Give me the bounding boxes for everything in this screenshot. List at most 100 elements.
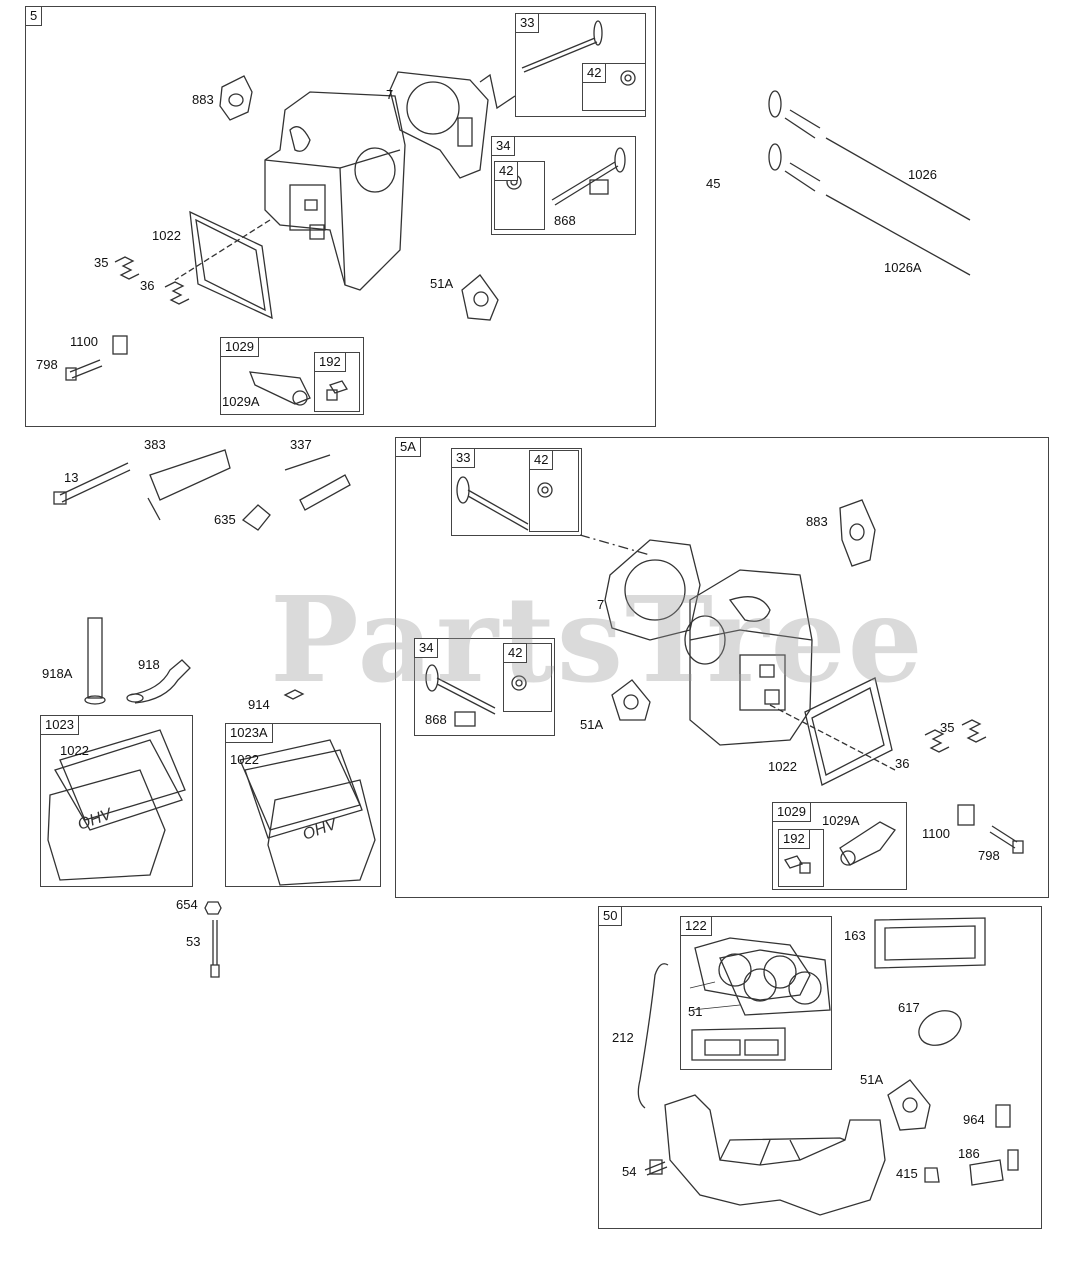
watermark: PartsTree: [270, 570, 925, 709]
part-label-51A-intake: 51A: [860, 1072, 884, 1087]
valve-34-upper: [506, 70, 636, 206]
part-label-964: 964: [963, 1112, 985, 1127]
gaskets-122: [691, 937, 831, 1061]
part-label-883: 883: [192, 92, 214, 107]
valve-34-lower: [425, 664, 527, 727]
part-label-1026A: 1026A: [884, 260, 922, 275]
fittings-intake: [644, 1104, 1019, 1186]
part-label-798-lower: 798: [978, 848, 1000, 863]
group-tag-42b: 42: [494, 161, 519, 181]
svg-text:OHV: OHV: [76, 805, 116, 833]
part-label-868: 868: [554, 213, 576, 228]
group-1023A-frame: [225, 723, 381, 887]
part-label-7: 7: [386, 87, 394, 102]
part-label-798: 798: [36, 357, 58, 372]
part-label-51: 51: [688, 1004, 703, 1019]
valve-33-lower: [456, 476, 651, 556]
group-tag-42c: 42: [529, 450, 554, 470]
group-42b-frame: [494, 161, 545, 230]
group-tag-1023: 1023: [40, 715, 79, 735]
group-122-frame: [680, 916, 832, 1070]
group-1029a-frame: [220, 337, 364, 415]
part-label-35-lower: 35: [940, 720, 955, 735]
gasket-51A-lower: [611, 679, 651, 721]
part-label-212: 212: [612, 1030, 634, 1045]
group-tag-5: 5: [25, 6, 43, 26]
intake-manifold: [664, 1094, 886, 1216]
part-label-1100: 1100: [70, 334, 98, 349]
head-gasket-upper: [389, 71, 516, 179]
tube-212: [637, 963, 669, 1109]
part-label-1029A-lower: 1029A: [822, 813, 860, 828]
cover-gasket-1022-upper: [174, 210, 273, 320]
o-ring-617: [918, 1010, 962, 1046]
part-label-13: 13: [64, 470, 79, 485]
part-label-1022-lower: 1022: [768, 759, 797, 774]
group-34a-frame: [491, 136, 636, 235]
part-label-654: 654: [176, 897, 198, 912]
group-tag-34b: 34: [414, 638, 439, 658]
part-label-51A: 51A: [430, 276, 454, 291]
group-tag-33a: 33: [515, 13, 540, 33]
group-1023-frame: [40, 715, 193, 887]
cover-gasket-1022-lower: [769, 677, 896, 786]
part-label-51A-lower: 51A: [580, 717, 604, 732]
part-label-45: 45: [706, 176, 721, 191]
part-label-36-lower: 36: [895, 756, 910, 771]
group-tag-50: 50: [598, 906, 623, 926]
valve-covers: OHV OHV: [47, 729, 376, 886]
gasket-51A-intake: [887, 1079, 931, 1131]
part-label-1029A: 1029A: [222, 394, 260, 409]
part-label-617: 617: [898, 1000, 920, 1015]
part-label-415: 415: [896, 1166, 918, 1181]
part-label-186: 186: [958, 1146, 980, 1161]
part-label-1100-lower: 1100: [922, 826, 950, 841]
misc-parts-left: [53, 449, 351, 978]
cylinder-head-upper: [264, 91, 406, 291]
part-label-914: 914: [248, 697, 270, 712]
group-34b-frame: [414, 638, 555, 736]
gasket-163: [874, 917, 986, 969]
group-tag-192b: 192: [778, 829, 810, 849]
part-label-1022-cover-a: 1022: [230, 752, 259, 767]
part-label-337: 337: [290, 437, 312, 452]
group-33b-frame: [451, 448, 582, 536]
part-label-383: 383: [144, 437, 166, 452]
group-tag-1023A: 1023A: [225, 723, 273, 743]
part-label-53: 53: [186, 934, 201, 949]
group-tag-42a: 42: [582, 63, 607, 83]
part-label-918: 918: [138, 657, 160, 672]
valve-33-upper: [521, 20, 603, 73]
part-label-35: 35: [94, 255, 109, 270]
gasket-883-lower: [839, 499, 876, 567]
group-50-frame: [598, 906, 1042, 1229]
rocker-1029-upper: [249, 371, 348, 406]
part-label-635: 635: [214, 512, 236, 527]
rocker-1029-lower: [784, 804, 1024, 874]
group-tag-33b: 33: [451, 448, 476, 468]
group-tag-122: 122: [680, 916, 712, 936]
gasket-51A-upper: [461, 274, 499, 321]
part-label-7-lower: 7: [597, 597, 605, 612]
part-label-1026: 1026: [908, 167, 937, 182]
group-tag-1029a: 1029: [220, 337, 259, 357]
group-tag-5A: 5A: [395, 437, 421, 457]
group-42d-frame: [503, 643, 552, 712]
springs-upper: [114, 256, 190, 305]
springs-lower: [924, 719, 987, 753]
part-label-918A: 918A: [42, 666, 73, 681]
group-42a-frame: [582, 63, 646, 111]
group-tag-42d: 42: [503, 643, 528, 663]
bolt-798-upper: [65, 335, 128, 381]
group-5-frame: [25, 6, 656, 427]
group-tag-192a: 192: [314, 352, 346, 372]
part-label-1022-cover: 1022: [60, 743, 89, 758]
group-tag-1029b: 1029: [772, 802, 811, 822]
group-42c-frame: [529, 450, 579, 532]
group-1029b-frame: [772, 802, 907, 890]
gasket-883-upper: [219, 75, 253, 121]
part-label-36: 36: [140, 278, 155, 293]
part-label-883-lower: 883: [806, 514, 828, 529]
leader-lines: [689, 981, 741, 1011]
